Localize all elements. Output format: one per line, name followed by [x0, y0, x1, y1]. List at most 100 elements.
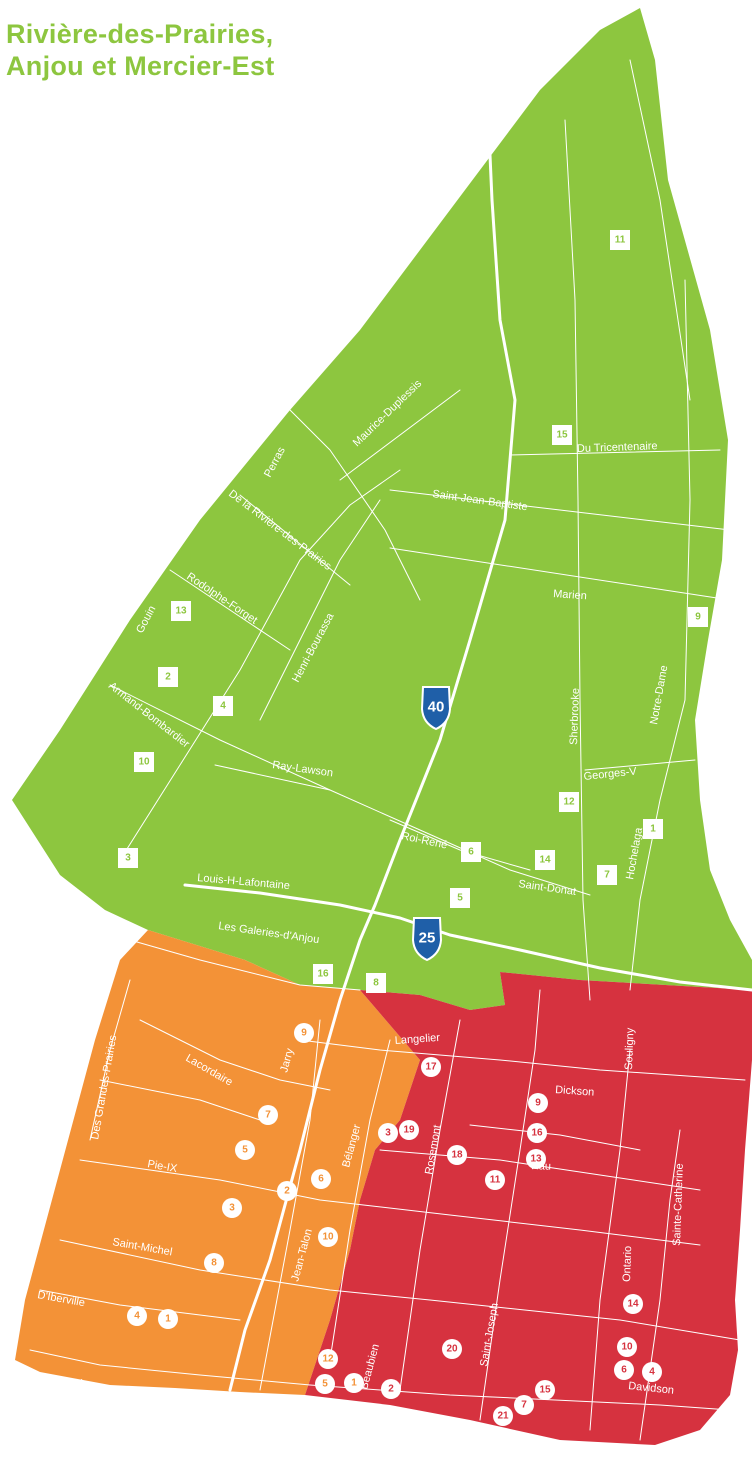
zone-mercier-hochelaga	[305, 972, 752, 1445]
highway-40-label: 40	[428, 699, 445, 716]
svg-text:12: 12	[322, 1354, 334, 1365]
street-label-souligny: Souligny	[623, 1027, 636, 1070]
svg-text:11: 11	[615, 235, 626, 246]
highway-40-shield: 40	[420, 686, 452, 731]
svg-text:10: 10	[322, 1232, 334, 1243]
svg-text:7: 7	[521, 1400, 527, 1411]
svg-text:3: 3	[125, 853, 131, 864]
svg-text:10: 10	[621, 1342, 633, 1353]
svg-text:9: 9	[535, 1098, 541, 1109]
marker-sw-1[interactable]: 1	[158, 1309, 178, 1329]
svg-text:6: 6	[468, 847, 474, 858]
marker-north-8[interactable]: 8	[366, 973, 386, 993]
markers-north: 11 15 9 13 2 4 10 12 1 3 6 14 7 5 16 8	[118, 230, 708, 993]
marker-sw-5b[interactable]: 5	[315, 1374, 335, 1394]
marker-sw-3[interactable]: 3	[222, 1198, 242, 1218]
marker-se-7[interactable]: 7	[514, 1395, 534, 1415]
marker-sw-12[interactable]: 12	[318, 1349, 338, 1369]
marker-north-7[interactable]: 7	[597, 865, 617, 885]
svg-text:2: 2	[284, 1186, 290, 1197]
marker-sw-9[interactable]: 9	[294, 1023, 314, 1043]
svg-text:2: 2	[165, 672, 171, 683]
street-label-ontario: Ontario	[621, 1246, 634, 1282]
street-label-davidson: Davidson	[628, 1380, 675, 1397]
marker-se-11[interactable]: 11	[485, 1170, 505, 1190]
svg-text:6: 6	[318, 1174, 324, 1185]
marker-sw-2[interactable]: 2	[277, 1181, 297, 1201]
marker-north-1[interactable]: 1	[643, 819, 663, 839]
svg-text:6: 6	[621, 1365, 627, 1376]
marker-se-10[interactable]: 10	[617, 1337, 637, 1357]
marker-se-4[interactable]: 4	[642, 1362, 662, 1382]
svg-text:13: 13	[530, 1154, 542, 1165]
marker-north-11[interactable]: 11	[610, 230, 630, 250]
marker-se-6[interactable]: 6	[614, 1360, 634, 1380]
svg-text:16: 16	[317, 969, 329, 980]
marker-se-16[interactable]: 16	[527, 1123, 547, 1143]
marker-north-4[interactable]: 4	[213, 696, 233, 716]
marker-sw-7[interactable]: 7	[258, 1105, 278, 1125]
street-network	[29, 59, 754, 1441]
map-title-line1: Rivière-des-Prairies,	[6, 19, 274, 49]
svg-text:9: 9	[301, 1028, 307, 1039]
marker-north-6[interactable]: 6	[461, 842, 481, 862]
street-label-langelier: Langelier	[394, 1032, 440, 1047]
svg-text:14: 14	[627, 1299, 639, 1310]
marker-sw-6[interactable]: 6	[311, 1169, 331, 1189]
svg-text:18: 18	[451, 1150, 463, 1161]
street-label-dickson: Dickson	[555, 1084, 595, 1099]
marker-north-13[interactable]: 13	[171, 601, 191, 621]
highway-25-label: 25	[419, 930, 436, 947]
marker-se-3[interactable]: 3	[378, 1123, 398, 1143]
svg-text:15: 15	[539, 1385, 551, 1396]
marker-se-14[interactable]: 14	[623, 1294, 643, 1314]
marker-se-21[interactable]: 21	[493, 1406, 513, 1426]
svg-text:4: 4	[220, 701, 226, 712]
marker-north-3[interactable]: 3	[118, 848, 138, 868]
marker-sw-10[interactable]: 10	[318, 1227, 338, 1247]
map-title: Rivière-des-Prairies, Anjou et Mercier-E…	[6, 18, 275, 82]
marker-north-2[interactable]: 2	[158, 667, 178, 687]
svg-text:19: 19	[403, 1125, 415, 1136]
marker-se-15[interactable]: 15	[535, 1380, 555, 1400]
svg-text:1: 1	[351, 1378, 357, 1389]
marker-se-2[interactable]: 2	[381, 1379, 401, 1399]
svg-text:1: 1	[650, 824, 656, 835]
marker-se-20[interactable]: 20	[442, 1339, 462, 1359]
marker-sw-8[interactable]: 8	[204, 1253, 224, 1273]
svg-text:4: 4	[649, 1367, 655, 1378]
marker-north-10[interactable]: 10	[134, 752, 154, 772]
marker-north-15[interactable]: 15	[552, 425, 572, 445]
marker-north-14[interactable]: 14	[535, 850, 555, 870]
svg-text:11: 11	[490, 1175, 501, 1186]
svg-text:4: 4	[134, 1311, 140, 1322]
street-label-du-tricentenaire: Du Tricentenaire	[577, 440, 658, 455]
svg-text:14: 14	[539, 855, 551, 866]
svg-text:5: 5	[242, 1145, 248, 1156]
marker-north-16[interactable]: 16	[313, 964, 333, 984]
marker-north-12[interactable]: 12	[559, 792, 579, 812]
marker-se-13[interactable]: 13	[526, 1149, 546, 1169]
marker-north-5[interactable]: 5	[450, 888, 470, 908]
zone-riviere-des-prairies-anjou	[12, 8, 752, 1010]
zone-saint-leonard	[15, 930, 420, 1395]
street-label-georges-v: Georges-V	[583, 765, 638, 783]
svg-text:10: 10	[138, 757, 150, 768]
svg-text:1: 1	[165, 1314, 171, 1325]
street-label-marien: Marien	[553, 588, 587, 602]
marker-sw-1b[interactable]: 1	[344, 1373, 364, 1393]
svg-text:8: 8	[211, 1258, 217, 1269]
marker-se-17[interactable]: 17	[421, 1057, 441, 1077]
svg-text:2: 2	[388, 1384, 394, 1395]
marker-se-19[interactable]: 19	[399, 1120, 419, 1140]
marker-se-18[interactable]: 18	[447, 1145, 467, 1165]
marker-sw-5[interactable]: 5	[235, 1140, 255, 1160]
marker-north-9[interactable]: 9	[688, 607, 708, 627]
marker-sw-4[interactable]: 4	[127, 1306, 147, 1326]
svg-text:20: 20	[446, 1344, 458, 1355]
svg-text:21: 21	[497, 1411, 509, 1422]
marker-se-9[interactable]: 9	[528, 1093, 548, 1113]
svg-text:17: 17	[425, 1062, 437, 1073]
svg-text:5: 5	[322, 1379, 328, 1390]
svg-text:7: 7	[604, 870, 610, 881]
